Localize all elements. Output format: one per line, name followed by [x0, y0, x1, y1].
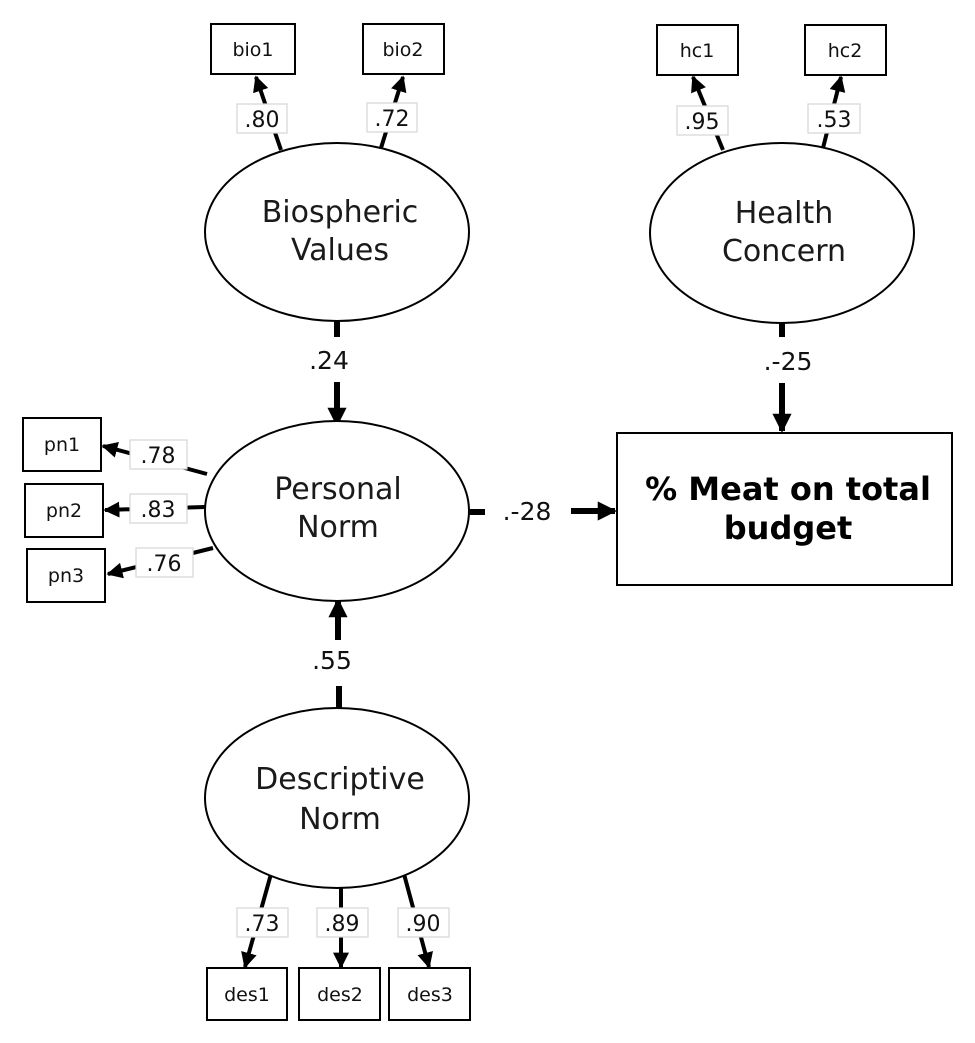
latent-des-label-line2: Norm — [299, 802, 381, 837]
indicator-label-pn1: pn1 — [44, 434, 80, 456]
latent-des-label-line1: Descriptive — [255, 762, 425, 797]
loading-value-pn1: .78 — [141, 444, 176, 469]
latent-health-concern — [649, 142, 915, 324]
loading-value-hc2: .53 — [817, 108, 852, 133]
loading-box-bio1 — [236, 103, 288, 134]
indicator-box-bio1 — [210, 23, 296, 75]
loading-box-bio2 — [366, 102, 418, 133]
indicator-box-hc2 — [804, 24, 887, 76]
path-coef-hc-out: .-25 — [764, 347, 813, 376]
indicator-box-des3 — [388, 967, 471, 1021]
path-coef-des-pn: .55 — [312, 646, 352, 675]
indicator-label-bio2: bio2 — [382, 39, 423, 61]
loading-value-des1: .73 — [245, 912, 280, 937]
loading-box-pn2 — [129, 493, 188, 524]
loading-value-pn3: .76 — [147, 552, 182, 577]
outcome-label-line2: budget — [724, 509, 853, 547]
loading-box-hc2 — [807, 103, 861, 134]
latent-bio-label-line1: Biospheric — [262, 195, 419, 230]
outcome-label-line1: % Meat on total — [645, 470, 931, 508]
latent-personal-norm — [204, 420, 470, 602]
indicator-box-hc1 — [656, 24, 739, 76]
latent-pn-label-line1: Personal — [274, 472, 402, 507]
indicator-box-des1 — [206, 967, 288, 1021]
loading-value-des3: .90 — [406, 912, 441, 937]
latent-pn-label-line2: Norm — [297, 510, 379, 545]
loading-box-pn1 — [129, 439, 188, 470]
indicator-label-hc2: hc2 — [828, 40, 863, 62]
outcome-box — [616, 432, 953, 586]
latent-hc-label-line1: Health — [735, 196, 834, 231]
indicator-box-pn2 — [24, 483, 104, 538]
loading-value-pn2: .83 — [141, 498, 176, 523]
indicator-label-pn2: pn2 — [46, 500, 82, 522]
latent-hc-label-line2: Concern — [722, 234, 846, 269]
indicator-label-des3: des3 — [407, 984, 453, 1006]
indicator-label-des2: des2 — [317, 984, 363, 1006]
indicator-label-des1: des1 — [224, 984, 270, 1006]
loading-box-des1 — [236, 907, 289, 938]
latent-descriptive-norm — [204, 707, 470, 889]
loading-box-hc1 — [676, 105, 729, 136]
loading-value-bio2: .72 — [375, 107, 410, 132]
loading-value-bio1: .80 — [245, 108, 280, 133]
indicator-box-pn1 — [22, 417, 102, 472]
loading-value-hc1: .95 — [685, 110, 720, 135]
loading-value-des2: .89 — [325, 912, 360, 937]
path-coef-bio-pn: .24 — [309, 346, 349, 375]
latent-biospheric-values — [204, 142, 470, 322]
loading-box-pn3 — [135, 547, 194, 578]
indicator-box-pn3 — [26, 548, 106, 603]
loading-box-des3 — [397, 907, 450, 938]
path-coef-pn-out: .-28 — [503, 497, 552, 526]
indicator-label-pn3: pn3 — [48, 565, 84, 587]
latent-bio-label-line2: Values — [291, 233, 389, 268]
loading-box-des2 — [316, 907, 369, 938]
indicator-box-des2 — [298, 967, 381, 1021]
indicator-label-bio1: bio1 — [232, 39, 273, 61]
indicator-label-hc1: hc1 — [680, 40, 715, 62]
indicator-box-bio2 — [362, 23, 445, 75]
